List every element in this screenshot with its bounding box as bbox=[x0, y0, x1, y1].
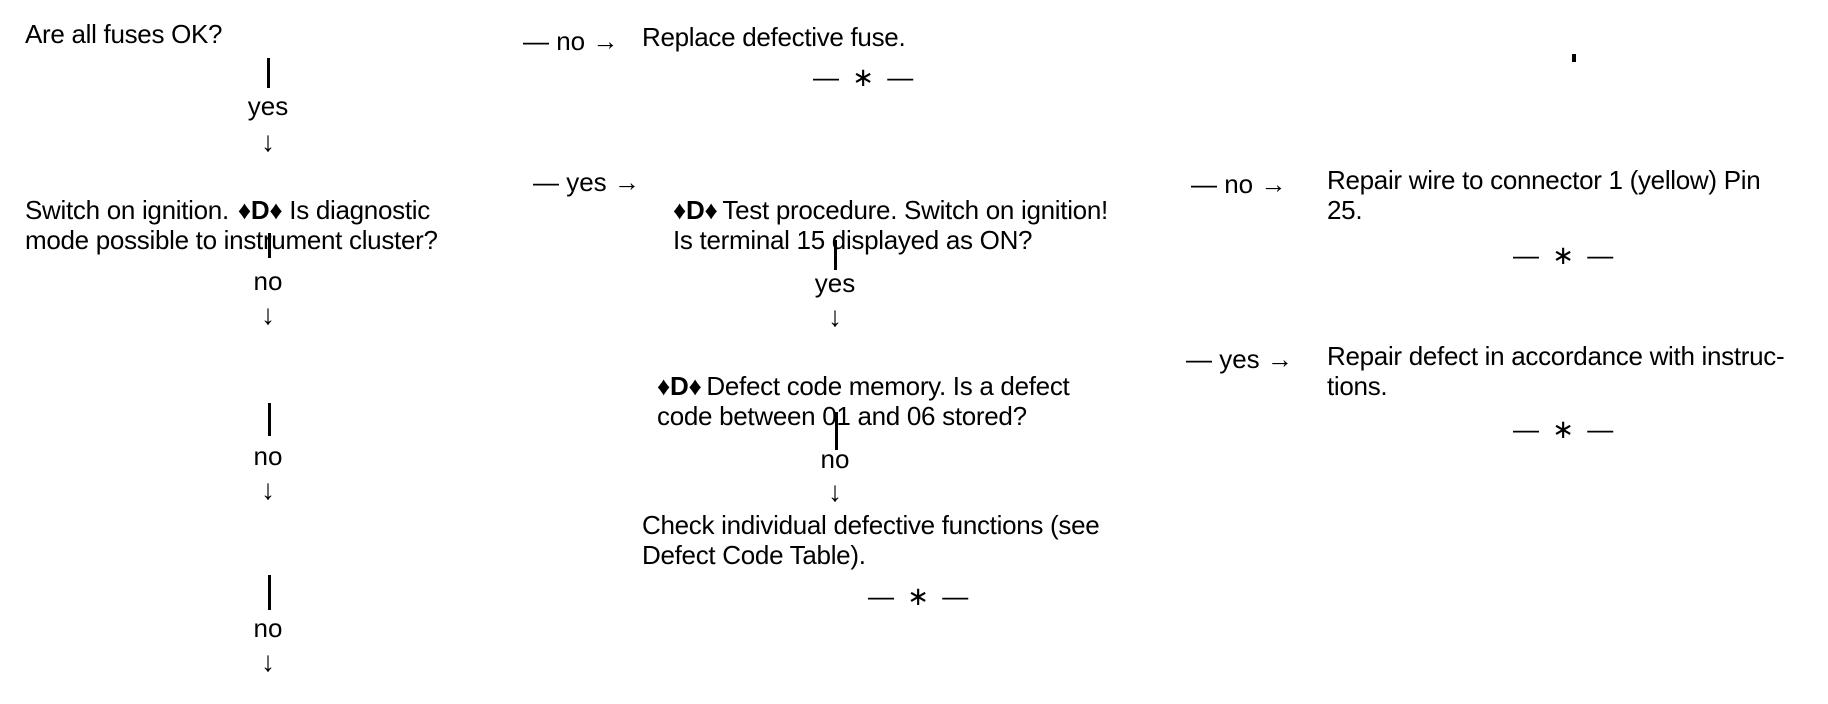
down-arrow-icon: ↓ bbox=[261, 126, 275, 157]
branch-label-yes: — yes → bbox=[533, 167, 640, 197]
flow-label-no: no bbox=[253, 613, 283, 643]
flow-label-yes: yes bbox=[247, 91, 289, 121]
end-marker: — ∗ — bbox=[868, 581, 972, 611]
flow-connector-line bbox=[268, 403, 271, 436]
answer-repair-wire: Repair wire to connector 1 (yellow) Pin … bbox=[1327, 165, 1761, 225]
flow-label-no: no bbox=[820, 444, 850, 474]
down-arrow-icon: ↓ bbox=[828, 301, 842, 332]
question-text: Switch on ignition. bbox=[25, 195, 229, 225]
down-arrow-icon: ↓ bbox=[261, 474, 275, 505]
down-arrow-icon: ↓ bbox=[261, 299, 275, 330]
question-text: Defect code memory. Is a defect code bet… bbox=[657, 371, 1070, 431]
question-text: Is diagnostic mode possible to instrumen… bbox=[25, 195, 438, 255]
question-terminal-15: ♦D♦Test procedure. Switch on ignition! I… bbox=[673, 165, 1108, 255]
diagnostic-mode-badge: ♦D♦ bbox=[237, 195, 283, 225]
question-fuses: Are all fuses OK? bbox=[25, 19, 223, 49]
branch-label-yes: — yes → bbox=[1186, 344, 1293, 374]
end-marker: — ∗ — bbox=[813, 62, 917, 92]
diagnostic-mode-badge: ♦D♦ bbox=[657, 371, 702, 401]
end-marker: — ∗ — bbox=[1513, 240, 1617, 270]
diagnostic-mode-badge: ♦D♦ bbox=[673, 195, 718, 225]
question-defect-code: ♦D♦Defect code memory. Is a defect code … bbox=[657, 341, 1070, 431]
flow-connector-line bbox=[835, 412, 838, 450]
flow-connector-line bbox=[267, 58, 270, 88]
answer-check-functions: Check individual defective functions (se… bbox=[642, 510, 1100, 570]
flow-connector-line bbox=[268, 575, 271, 610]
scan-speck-dot bbox=[1572, 54, 1576, 62]
answer-repair-defect: Repair defect in accordance with instruc… bbox=[1327, 341, 1785, 401]
flow-label-yes: yes bbox=[814, 268, 856, 298]
flow-label-no: no bbox=[253, 266, 283, 296]
down-arrow-icon: ↓ bbox=[828, 476, 842, 507]
flow-connector-line bbox=[834, 240, 837, 270]
branch-label-no: — no → bbox=[1191, 169, 1287, 199]
end-marker: — ∗ — bbox=[1513, 414, 1617, 444]
answer-replace-fuse: Replace defective fuse. bbox=[642, 22, 906, 52]
question-text: Test procedure. Switch on ignition! Is t… bbox=[673, 195, 1108, 255]
down-arrow-icon: ↓ bbox=[261, 646, 275, 677]
flow-label-no: no bbox=[253, 441, 283, 471]
branch-label-no: — no → bbox=[523, 26, 619, 56]
question-diagnostic-mode: Switch on ignition. ♦D♦Is diagnostic mode… bbox=[25, 165, 438, 255]
flow-connector-line bbox=[268, 233, 271, 258]
